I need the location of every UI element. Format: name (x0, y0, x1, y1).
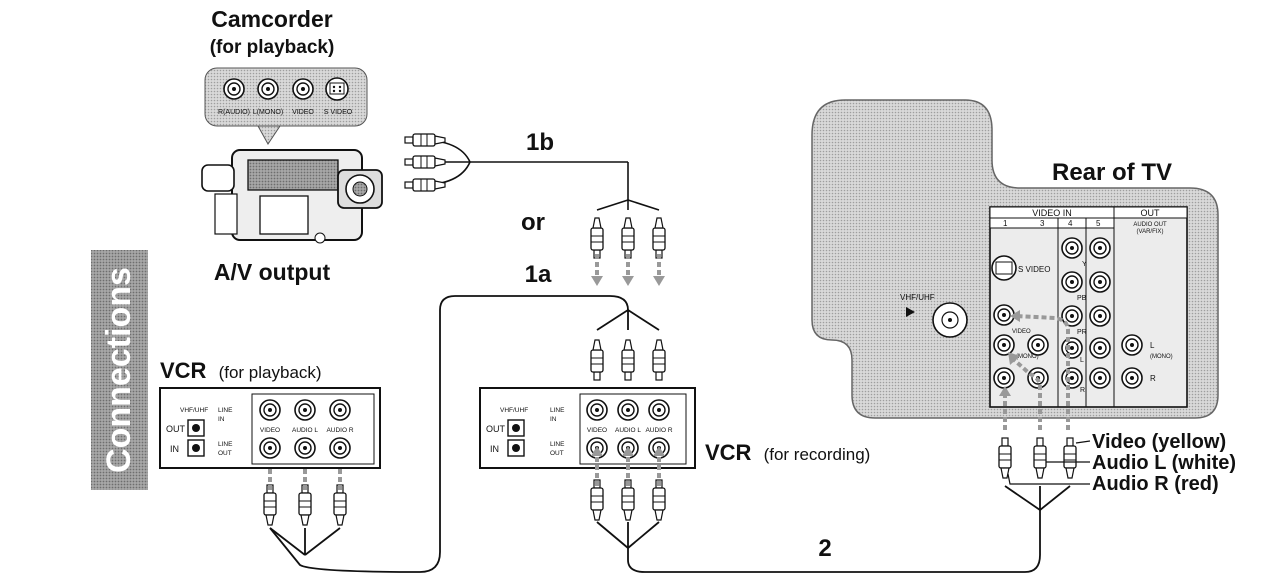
vcr-playback-jack-audio-l: AUDIO L (292, 427, 318, 434)
tv-out-r: R (1150, 374, 1156, 383)
vcr-recording-jack-audio-l: AUDIO L (615, 427, 641, 434)
tv-video-label: VIDEO (1012, 329, 1031, 335)
tv-out-mono: (MONO) (1150, 354, 1173, 360)
camcorder-title: Camcorder (211, 6, 332, 32)
vcr-playback-in: IN (170, 444, 179, 454)
vcr-recording: VHF/UHF OUT IN LINE IN LINE OUT VIDEO AU… (479, 387, 870, 469)
cam-jack-label-svideo: S VIDEO (324, 109, 353, 116)
camcorder: Camcorder (for playback) R(AUDIO) L(MONO… (201, 6, 383, 285)
vcr-playback-jack-video: VIDEO (260, 427, 280, 434)
vcr-recording-title: VCR (for recording) (705, 440, 870, 465)
vcr-playback-title-rest: (for playback) (219, 363, 322, 382)
legend-audio-l: Audio L (white) (1092, 452, 1236, 474)
legend-audio-r: Audio R (red) (1092, 473, 1219, 495)
tv-y-label: Y (1082, 261, 1087, 268)
vcr-recording-title-bold: VCR (705, 440, 752, 465)
vcr-recording-in: IN (490, 444, 499, 454)
camcorder-subtitle: (for playback) (210, 37, 335, 58)
cam-jack-label-l: L(MONO) (253, 109, 283, 116)
legend-video: Video (yellow) (1092, 431, 1226, 453)
tv-title: Rear of TV (1052, 159, 1172, 186)
arrow-heads-tv (999, 310, 1020, 396)
tv-input-1: 1 (1003, 219, 1008, 228)
s-video-jack (325, 77, 349, 101)
side-tab-label: Connections (100, 267, 138, 473)
vcr-recording-line-out-1: LINE (550, 441, 565, 448)
camcorder-body-illustration (201, 149, 383, 244)
cable-1b-plugs-bottom (590, 217, 666, 259)
camcorder-jack-panel: R(AUDIO) L(MONO) VIDEO S VIDEO (204, 67, 368, 145)
vcr-playback-line-out-2: OUT (218, 450, 232, 457)
step-label-1a: 1a (525, 261, 552, 288)
tv-l-label: L (1080, 357, 1084, 364)
vcr-playback-out: OUT (166, 424, 186, 434)
vcr-playback-title-bold: VCR (160, 358, 207, 383)
vcr-playback-title: VCR (for playback) (160, 358, 322, 383)
vcr-playback-jack-audio-r: AUDIO R (326, 427, 353, 434)
cable-1b-plugs-left (404, 133, 446, 192)
vcr-playback-vhf: VHF/UHF (180, 407, 208, 414)
tv-input-4: 4 (1068, 219, 1073, 228)
tv-l-mono-in: (MONO) (1016, 354, 1039, 360)
vcr-playback-line-in-1: LINE (218, 407, 233, 414)
tv-rear: Rear of TV VIDEO IN OUT 1 3 4 5 AUDIO OU… (811, 99, 1219, 419)
arrows-1b (589, 252, 667, 288)
tv-s-video-jack (991, 255, 1017, 281)
tv-video-in: VIDEO IN (1032, 208, 1072, 218)
tv-antenna-jack (932, 302, 968, 338)
cam-jack-label-r: R(AUDIO) (218, 109, 250, 116)
tv-audio-out-1: AUDIO OUT (1133, 222, 1167, 228)
tv-audio-out-2: (VAR/FIX) (1137, 229, 1164, 235)
vcr-recording-jack-audio-r: AUDIO R (645, 427, 672, 434)
cable-color-legend: Video (yellow) Audio L (white) Audio R (… (1007, 431, 1236, 495)
tv-input-3: 3 (1040, 219, 1045, 228)
cable-1a-plugs-bottom (263, 484, 347, 526)
step-label-2: 2 (818, 535, 831, 562)
side-tab: Connections (91, 250, 148, 490)
step-label-or: or (521, 209, 545, 236)
vcr-playback-line-out-1: LINE (218, 441, 233, 448)
tv-out: OUT (1141, 208, 1161, 218)
vcr-recording-line-in-1: LINE (550, 407, 565, 414)
tv-r-label: R (1080, 387, 1085, 394)
tv-vhf-uhf-label: VHF/UHF (900, 293, 935, 302)
vcr-recording-line-in-2: IN (550, 416, 557, 423)
vcr-recording-out: OUT (486, 424, 506, 434)
tv-input-5: 5 (1096, 219, 1101, 228)
tv-s-video-label: S VIDEO (1018, 265, 1050, 274)
vcr-recording-jack-video: VIDEO (587, 427, 607, 434)
vcr-playback-line-in-2: IN (218, 416, 225, 423)
vcr-recording-line-out-2: OUT (550, 450, 564, 457)
vcr-recording-title-rest: (for recording) (764, 445, 871, 464)
cable-1a (269, 295, 660, 573)
step-label-1b: 1b (526, 129, 554, 156)
tv-out-l: L (1150, 341, 1155, 350)
cable-2 (596, 485, 1071, 573)
vcr-playback: VCR (for playback) VHF/UHF OUT IN LINE I… (159, 358, 381, 469)
cable-2-plugs-tv (998, 437, 1077, 479)
vcr-recording-vhf: VHF/UHF (500, 407, 528, 414)
arrows-tv (1003, 314, 1070, 430)
tv-pr-label: PR (1077, 329, 1087, 336)
tv-pb-label: PB (1077, 295, 1087, 302)
cam-jack-label-video: VIDEO (292, 109, 314, 116)
av-output-label: A/V output (214, 259, 331, 285)
cable-1a-plugs-top (590, 339, 666, 381)
